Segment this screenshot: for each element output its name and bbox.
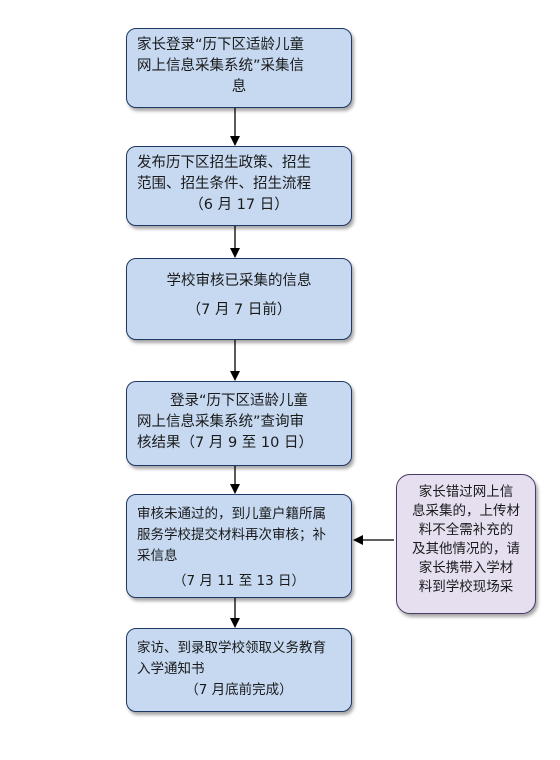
step1-line-1: 家长登录“历下区适龄儿童 [137,37,305,53]
step5-line-2: 服务学校提交材料再次审核；补 [137,527,326,543]
side-line-6: 料到学校现场采 [418,579,514,595]
flow-step-login-collect: 家长登录“历下区适龄儿童 网上信息采集系统”采集信 息 [126,28,352,108]
side-line-1: 家长错过网上信 [418,484,514,500]
step4-line-2: 网上信息采集系统”查询审 [137,414,305,430]
step2-line-2: 范围、招生条件、招生流程 [137,176,311,192]
step2-line-1: 发布历下区招生政策、招生 [137,155,311,171]
step4-line-1: 登录“历下区适龄儿童 [169,393,308,409]
step1-line-2: 网上信息采集系统”采集信 [137,58,305,74]
step6-line-3: （7 月底前完成） [185,682,293,698]
flow-step-publish-policy: 发布历下区招生政策、招生 范围、招生条件、招生流程 （6 月 17 日） [126,146,352,226]
step5-line-1: 审核未通过的，到儿童户籍所属 [137,506,326,522]
step5-line-3: 采信息 [137,548,178,564]
side-line-5: 家长携带入学材 [418,560,514,576]
step1-line-3: 息 [231,79,247,95]
step6-line-1: 家访、到录取学校领取义务教育 [137,640,326,656]
step3-line-1: 学校审核已采集的信息 [166,273,312,289]
side-line-3: 料不全需补充的 [418,522,514,538]
side-line-4: 及其他情况的，请 [412,541,520,557]
step5-line-4: （7 月 11 至 13 日） [173,573,305,589]
side-note-onsite-collection: 家长错过网上信 息采集的，上传材 料不全需补充的 及其他情况的，请 家长携带入学… [396,474,536,614]
flow-step-resubmit-materials: 审核未通过的，到儿童户籍所属 服务学校提交材料再次审核；补 采信息 （7 月 1… [126,494,352,598]
side-line-2: 息采集的，上传材 [412,503,520,519]
step3-line-2: （7 月 7 日前） [186,302,292,318]
step6-line-2: 入学通知书 [137,661,205,677]
flow-step-receive-notice: 家访、到录取学校领取义务教育 入学通知书 （7 月底前完成） [126,628,352,712]
step4-line-3: 核结果（7 月 9 至 10 日） [137,435,313,451]
step2-line-3: （6 月 17 日） [189,197,289,213]
flow-step-query-result: 登录“历下区适龄儿童 网上信息采集系统”查询审 核结果（7 月 9 至 10 日… [126,381,352,466]
flow-step-school-review: 学校审核已采集的信息 （7 月 7 日前） [126,258,352,340]
